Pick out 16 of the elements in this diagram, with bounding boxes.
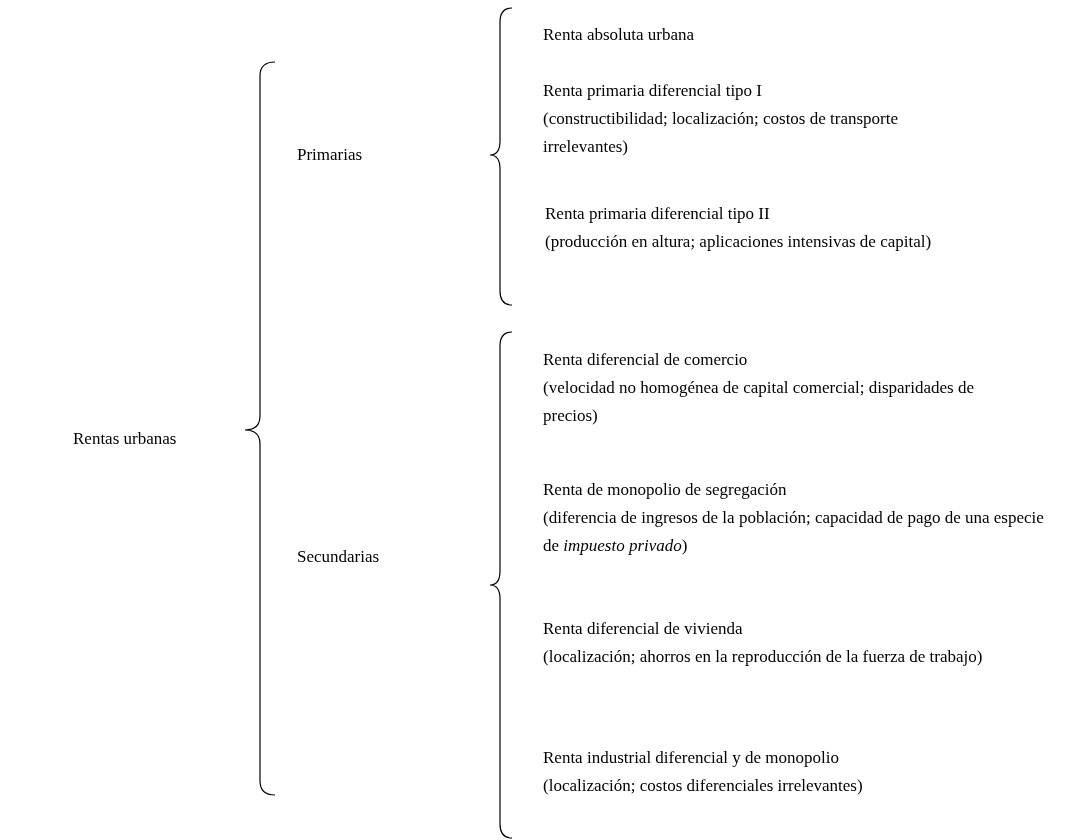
rent-type-description: (diferencia de ingresos de la población; capacidad de pago de una especie de impuesto privado) (543, 507, 1045, 557)
rent-type-description: (producción en altura; aplicaciones intensivas de capital) (545, 231, 933, 253)
node-label: Secundarias (297, 543, 447, 571)
rent-type-description: (velocidad no homogénea de capital comercial; disparidades de precios) (543, 377, 975, 427)
rent-type-description: (constructibilidad; localización; costos de transporte irrelevantes) (543, 108, 899, 158)
rent-type-description: (localización; ahorros en la reproducción de la fuerza de trabajo) (543, 646, 984, 668)
node-label: Primarias (297, 141, 447, 169)
rent-type-heading: Renta de monopolio de segregación (543, 479, 788, 501)
rent-type-description: (localización; costos diferenciales irrelevantes) (543, 775, 864, 797)
node-label: Renta absoluta urbana (543, 21, 1023, 49)
rent-type-heading: Renta diferencial de vivienda (543, 618, 744, 640)
node-label: Rentas urbanas (73, 425, 233, 453)
rent-type-heading: Renta industrial diferencial y de monopolio (543, 747, 840, 769)
rent-type-heading: Renta diferencial de comercio (543, 349, 749, 371)
rent-type-heading: Renta primaria diferencial tipo I (543, 80, 764, 102)
rent-type-heading: Renta primaria diferencial tipo II (545, 203, 771, 225)
